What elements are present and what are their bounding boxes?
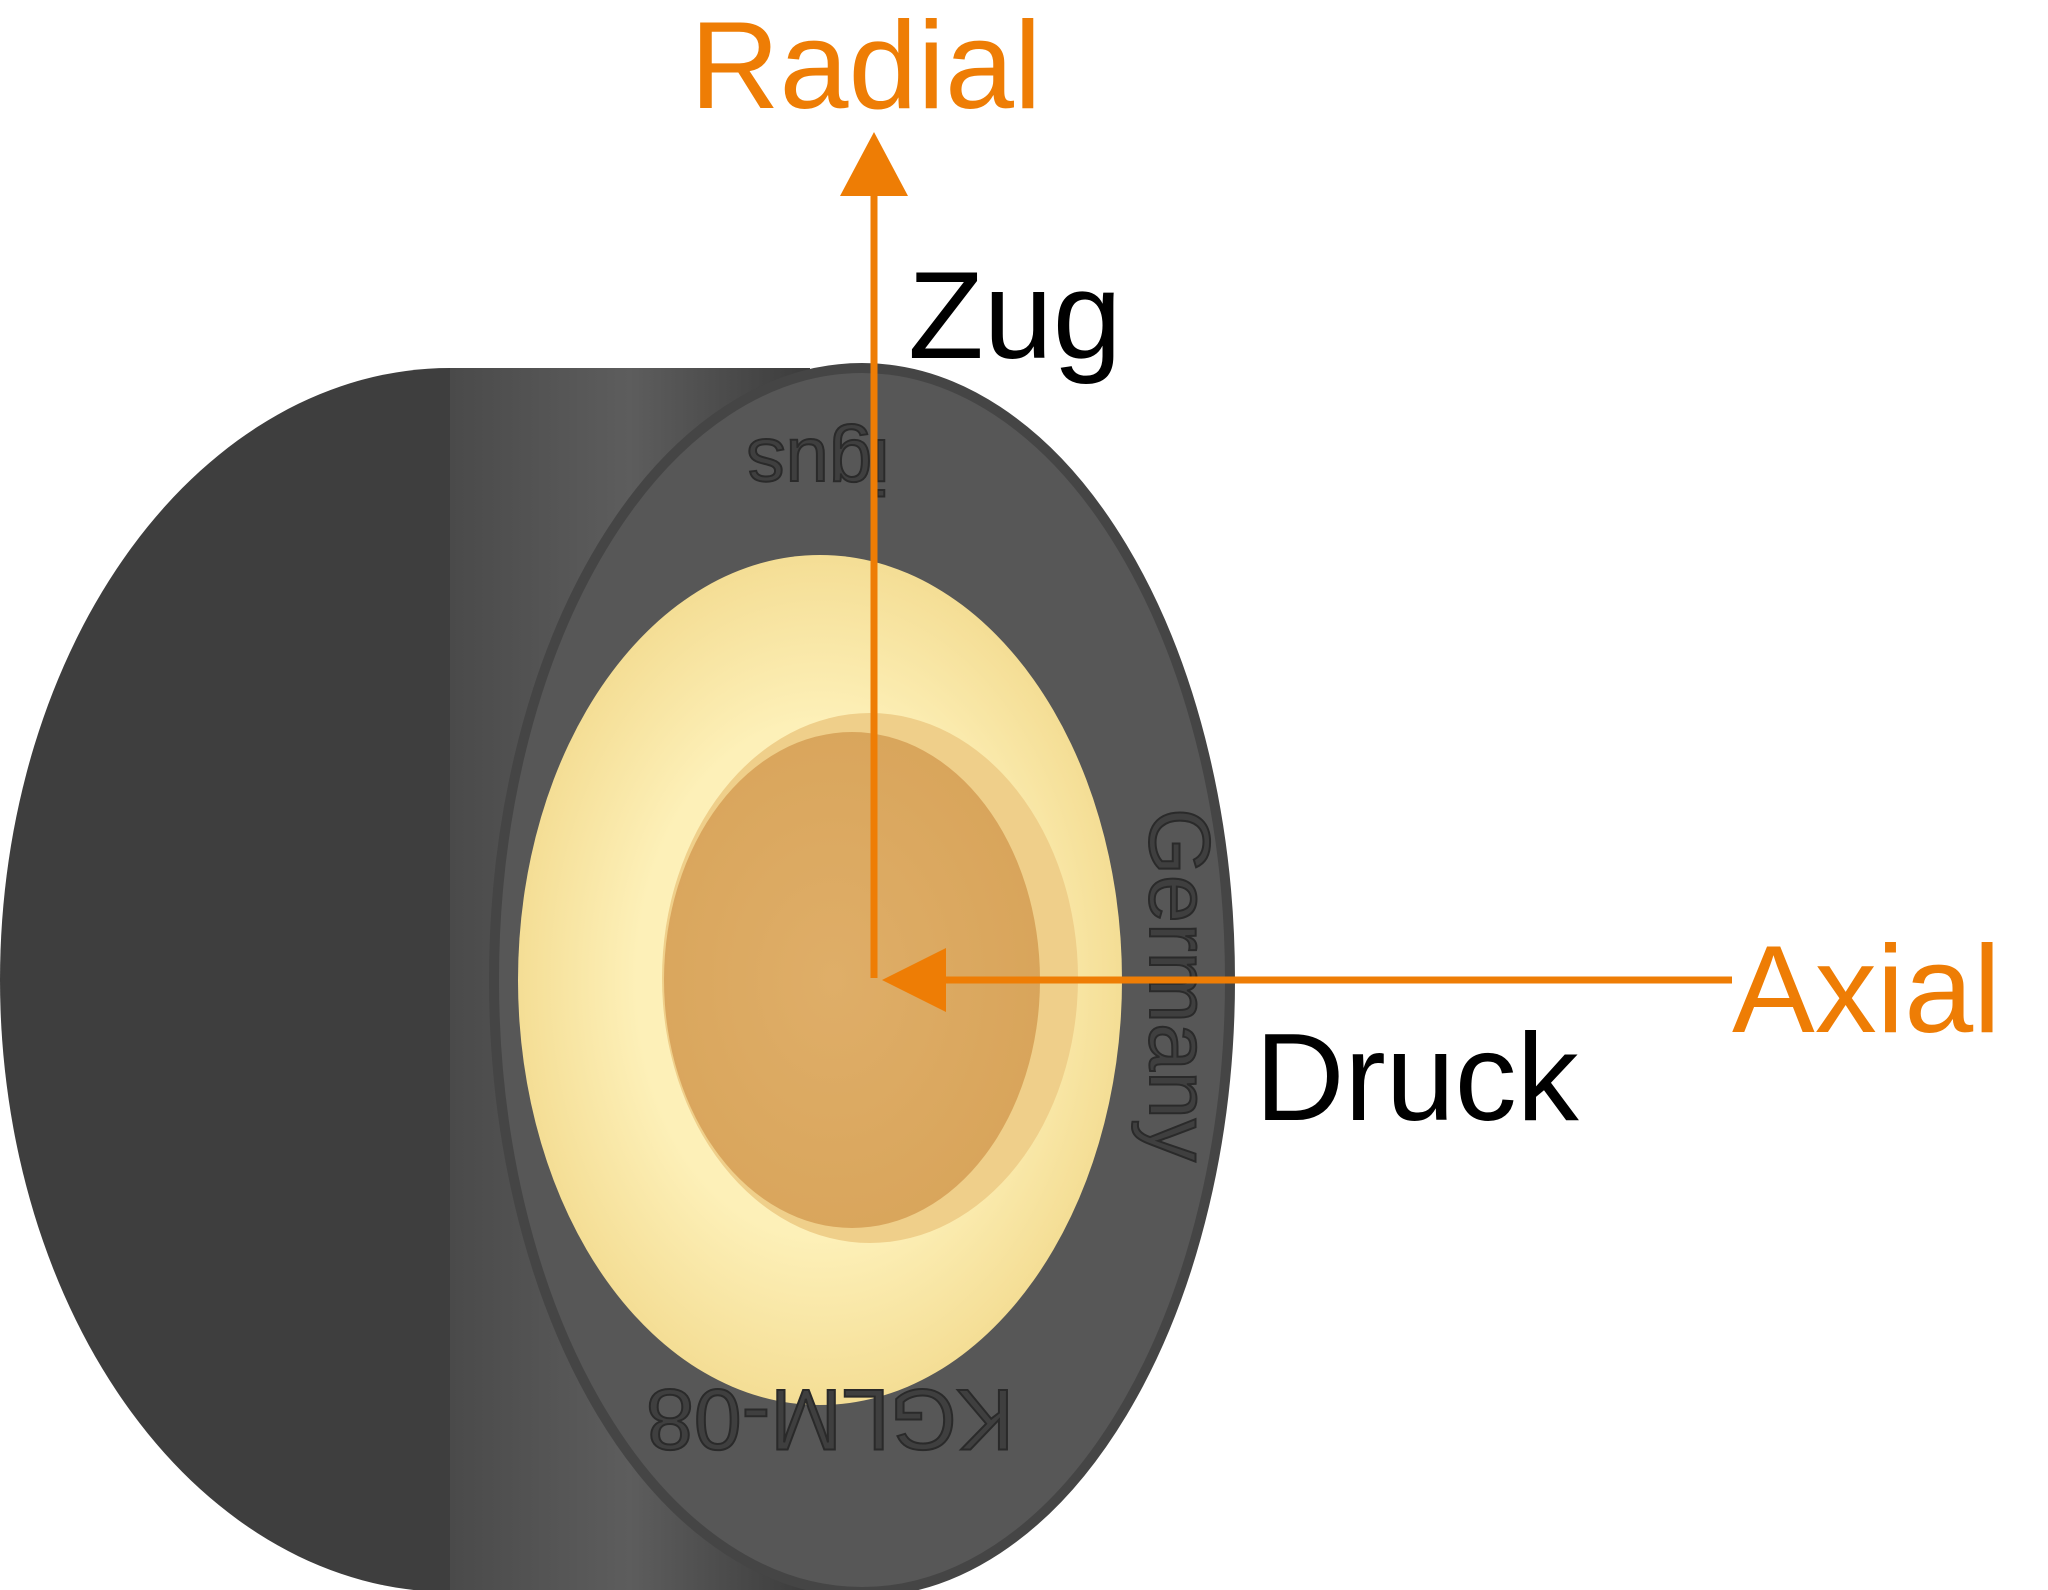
bearing-insert: [518, 555, 1122, 1405]
arrow-up-icon: [840, 132, 908, 196]
brand-engraving: igus: [746, 423, 889, 511]
radial-label: Radial: [690, 0, 1042, 135]
country-engraving: Germany: [1131, 808, 1227, 1162]
bore: [664, 732, 1040, 1228]
zug-label: Zug: [908, 247, 1122, 385]
arrow-left-icon: [882, 948, 946, 1012]
axial-label: Axial: [1732, 921, 2001, 1059]
part-number-engraving: KGLM-08: [646, 1371, 1014, 1467]
axial-arrow: [882, 948, 1732, 1012]
radial-arrow: [840, 132, 908, 978]
druck-label: Druck: [1255, 1009, 1580, 1147]
housing-engravings: igus Germany KGLM-08: [645, 422, 1228, 1468]
